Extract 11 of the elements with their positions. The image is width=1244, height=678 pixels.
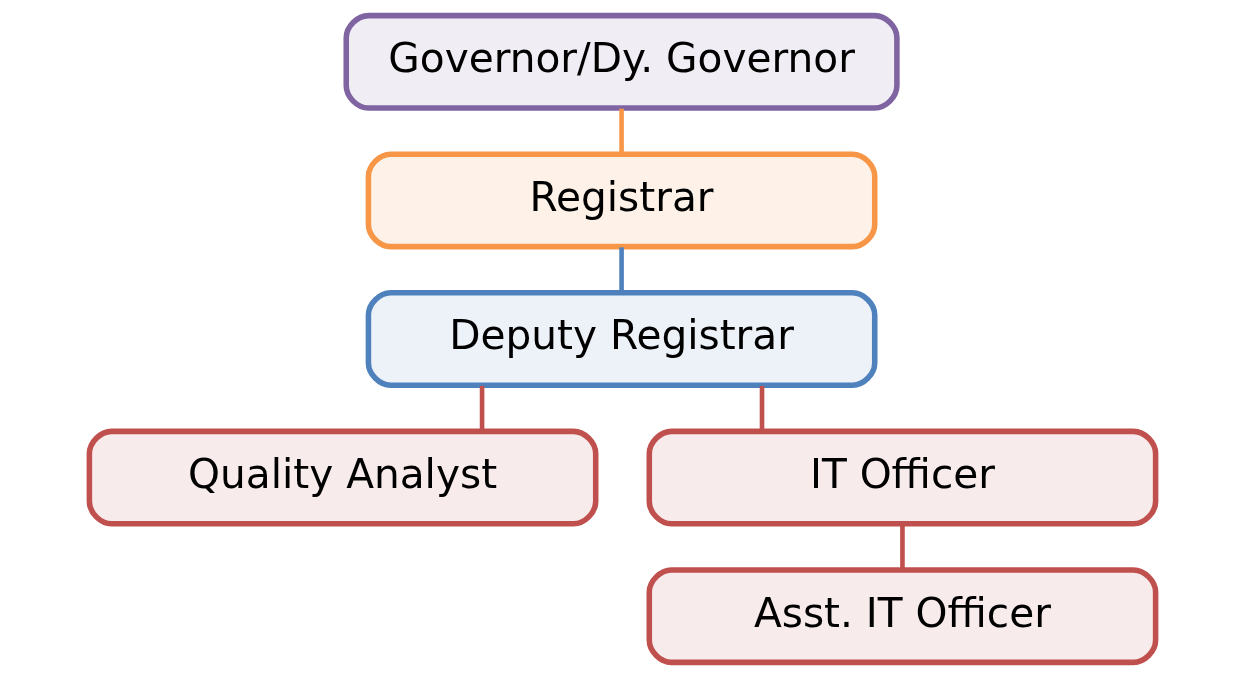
node-box: Asst. IT Officer — [646, 567, 1158, 666]
connector — [479, 385, 484, 432]
node-box: Registrar — [365, 151, 877, 250]
connector — [759, 385, 764, 432]
connector — [618, 108, 624, 154]
node-box: IT Officer — [646, 428, 1158, 527]
connector — [899, 524, 905, 570]
node-box: Deputy Registrar — [365, 290, 877, 388]
node-box: Quality Analyst — [86, 428, 598, 527]
connector — [618, 247, 624, 293]
node-box: Governor/Dy. Governor — [342, 12, 900, 111]
